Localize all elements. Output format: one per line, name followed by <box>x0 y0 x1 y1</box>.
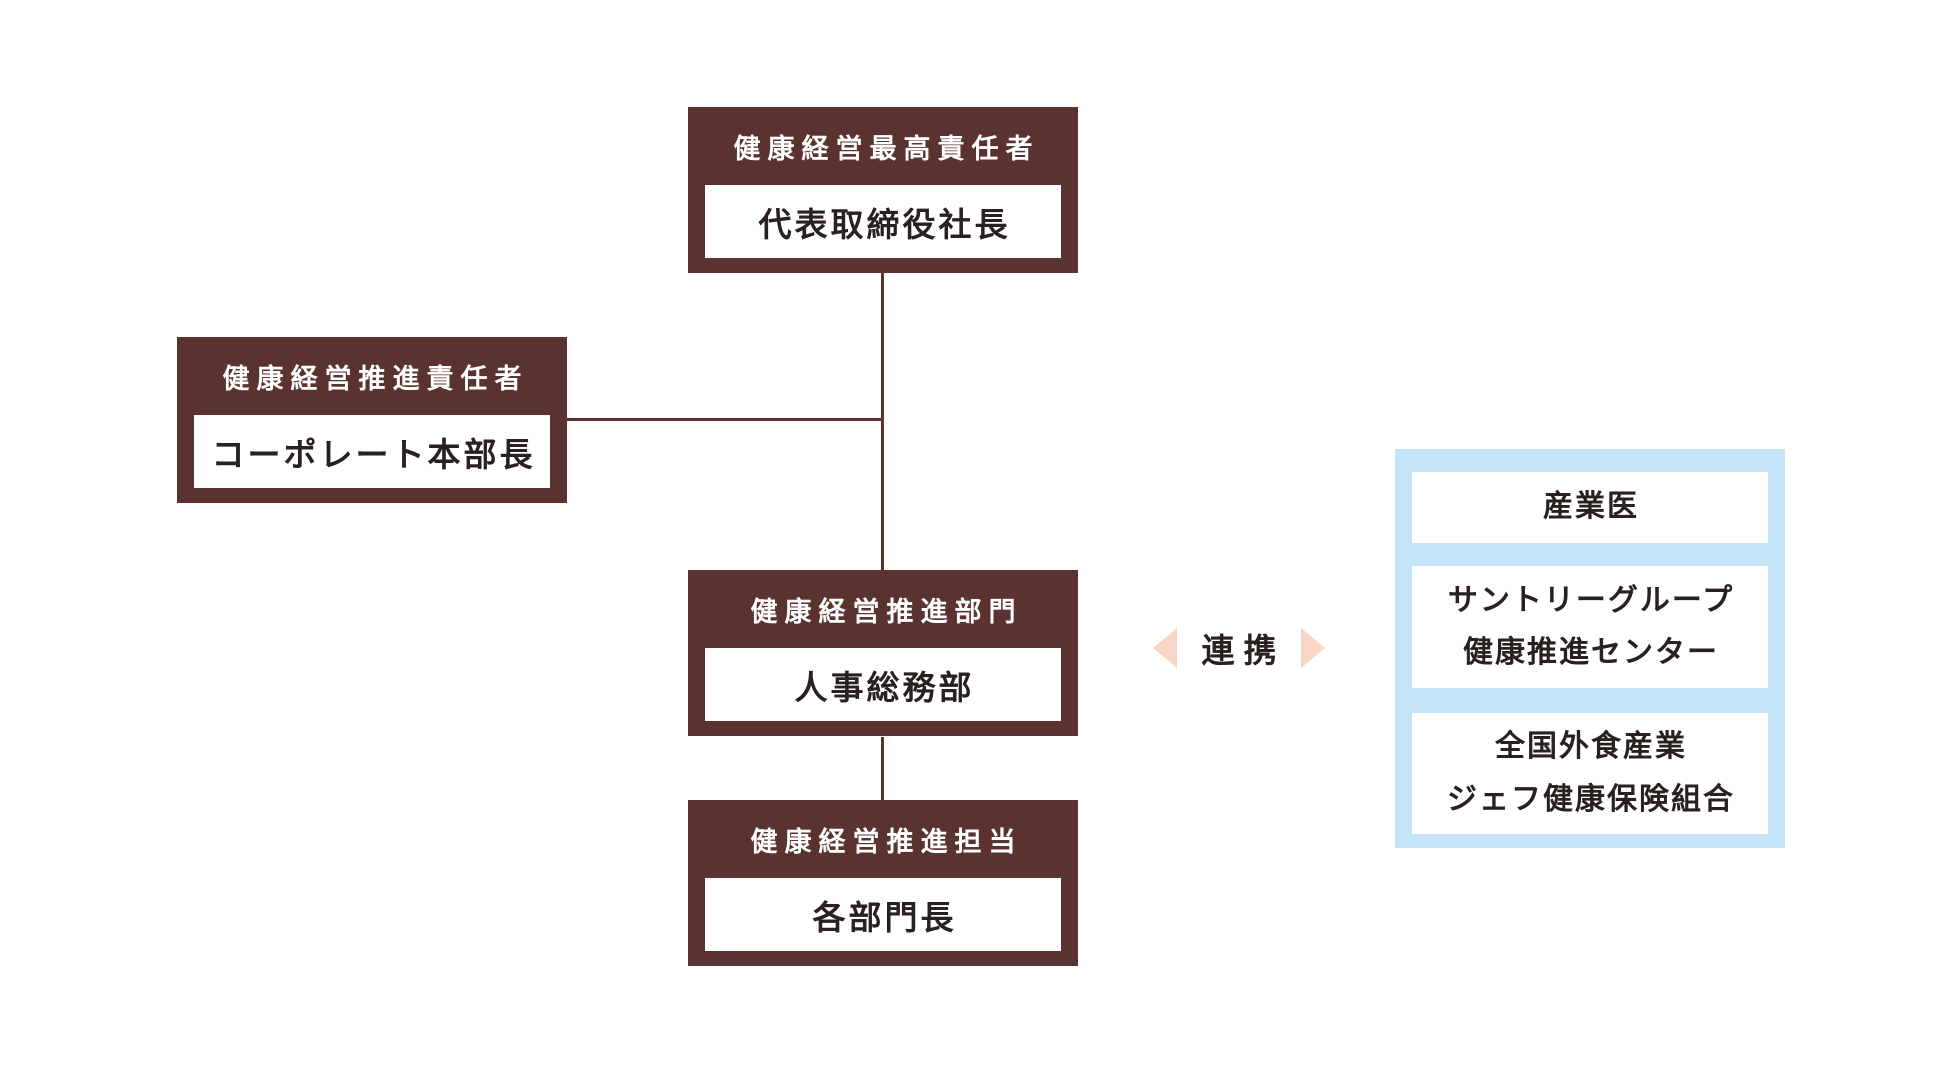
node-promotion-staff: 健康経営推進担当 各部門長 <box>688 800 1078 966</box>
node-title-label: 人事総務部 <box>705 648 1061 721</box>
partner-label-line: 産業医 <box>1543 490 1639 524</box>
partner-industrial-physician: 産業医 <box>1412 472 1768 543</box>
node-title-label: 各部門長 <box>705 878 1061 951</box>
partner-label-line: ジェフ健康保険組合 <box>1447 782 1735 816</box>
node-title-label: 代表取締役社長 <box>705 185 1061 258</box>
connector-left-branch <box>567 418 883 421</box>
partners-panel: 産業医 サントリーグループ 健康推進センター 全国外食産業 ジェフ健康保険組合 <box>1395 449 1785 848</box>
collaboration-label: 連携 <box>1201 632 1286 669</box>
partner-label-line: 健康推進センター <box>1463 636 1719 669</box>
partner-suntory-health-center: サントリーグループ 健康推進センター <box>1412 566 1768 688</box>
node-title-label: コーポレート本部長 <box>194 415 550 488</box>
node-chief-health-officer: 健康経営最高責任者 代表取締役社長 <box>688 107 1078 273</box>
partner-jef-health-insurance: 全国外食産業 ジェフ健康保険組合 <box>1412 713 1768 834</box>
node-role-label: 健康経営推進責任者 <box>222 363 529 394</box>
node-role-label: 健康経営最高責任者 <box>733 133 1040 164</box>
node-role-label: 健康経営推進担当 <box>750 826 1023 857</box>
arrow-right-icon <box>1301 628 1325 668</box>
partner-label-line: サントリーグループ <box>1447 583 1735 617</box>
node-promotion-officer: 健康経営推進責任者 コーポレート本部長 <box>177 337 567 503</box>
node-promotion-department: 健康経営推進部門 人事総務部 <box>688 570 1078 736</box>
collaboration-indicator: 連携 <box>1153 624 1325 672</box>
connector-middle-to-bottom <box>881 737 884 801</box>
arrow-left-icon <box>1153 628 1177 668</box>
node-role-label: 健康経営推進部門 <box>750 596 1023 627</box>
connector-top-to-middle <box>881 272 884 571</box>
partner-label-line: 全国外食産業 <box>1495 730 1687 763</box>
